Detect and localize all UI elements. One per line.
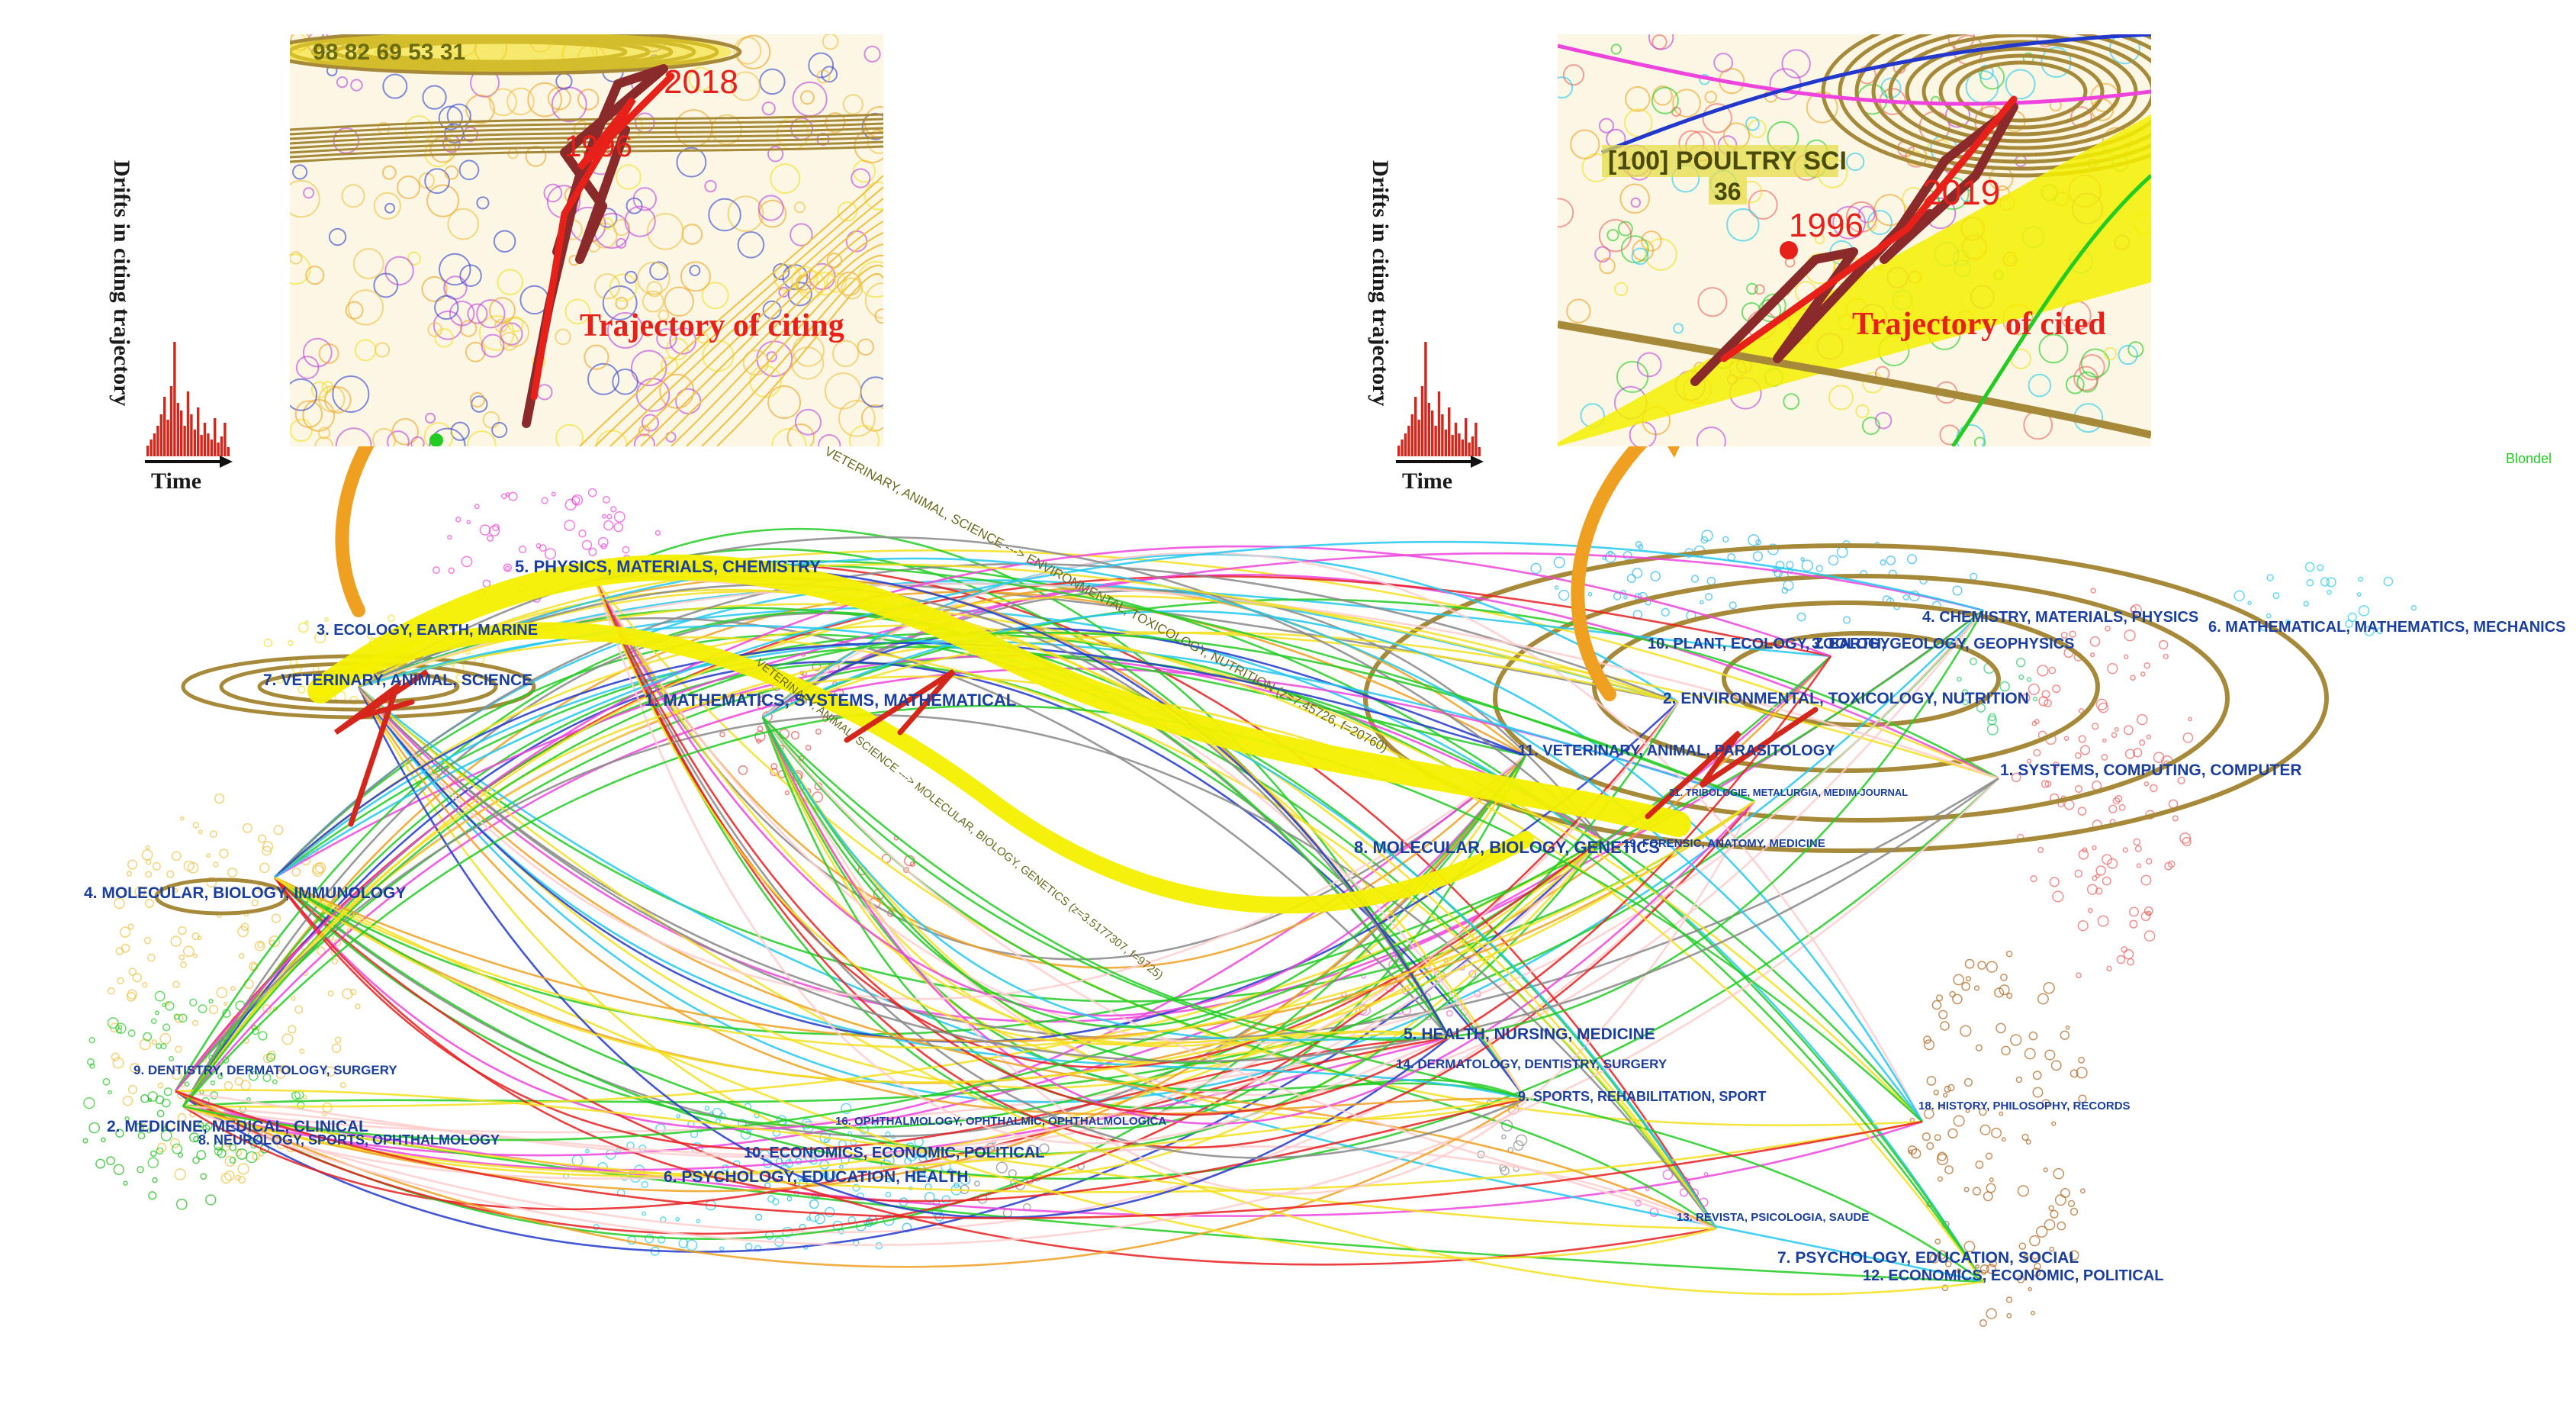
main-path-veterinary-to-environmental bbox=[307, 554, 1691, 837]
label-economics-right: 12. ECONOMICS, ECONOMIC, POLITICAL bbox=[1863, 1267, 2163, 1284]
label-mathematics-systems: 1. MATHEMATICS, SYSTEMS, MATHEMATICAL bbox=[645, 691, 1016, 710]
left-inset-year-mid: 1996 bbox=[564, 130, 632, 163]
map-trajectory-left bbox=[333, 669, 956, 827]
right-inset-year-mid: 1996 bbox=[1789, 207, 1864, 244]
label-chemistry-materials-physics: 4. CHEMISTRY, MATERIALS, PHYSICS bbox=[1922, 609, 2198, 626]
left-inset-year-top: 2018 bbox=[664, 63, 738, 101]
label-revista-psicologia: 13. REVISTA, PSICOLOGIA, SAUDE bbox=[1677, 1211, 1869, 1224]
label-environmental-toxicology: 2. ENVIRONMENTAL, TOXICOLOGY, NUTRITION bbox=[1663, 690, 2029, 707]
left-inset-title: Trajectory of citing bbox=[580, 308, 844, 343]
right-drift-chart: Drifts in citing trajectory Time bbox=[1368, 160, 1484, 494]
right-inset-panel: [100] POULTRY SCI 36 2019 1996 Trajector… bbox=[1558, 34, 2151, 446]
label-psychology-education-social: 7. PSYCHOLOGY, EDUCATION, SOCIAL bbox=[1777, 1249, 2079, 1267]
label-dentistry-dermatology: 9. DENTISTRY, DERMATOLOGY, SURGERY bbox=[133, 1063, 397, 1077]
label-medicine-medical-clinical: 2. MEDICINE, MEDICAL, CLINICAL bbox=[107, 1118, 368, 1135]
main-citation-paths bbox=[307, 554, 1691, 914]
left-drift-chart: Drifts in citing trajectory Time bbox=[109, 160, 233, 494]
left-inset-panel: 98 82 69 53 31 2018 1996 Trajectory of c… bbox=[290, 34, 883, 446]
left-inset-ring-label: 98 82 69 53 31 bbox=[313, 40, 465, 65]
label-economics-left: 10. ECONOMICS, ECONOMIC, POLITICAL bbox=[744, 1145, 1044, 1161]
label-physics-materials-chemistry: 5. PHYSICS, MATERIALS, CHEMISTRY bbox=[515, 557, 821, 576]
label-veterinary-animal-science: 7. VETERINARY, ANIMAL, SCIENCE bbox=[263, 671, 532, 689]
right-inset-journal-label: [100] POULTRY SCI bbox=[1608, 147, 1847, 175]
right-inset-title: Trajectory of cited bbox=[1852, 307, 2106, 342]
main-path-veterinary-to-molecular bbox=[312, 622, 1534, 914]
right-drift-bars bbox=[1397, 342, 1481, 456]
right-cluster-labels: 4. CHEMISTRY, MATERIALS, PHYSICS 6. MATH… bbox=[1354, 609, 2566, 1284]
label-sports-rehabilitation: 9. SPORTS, REHABILITATION, SPORT bbox=[1518, 1089, 1766, 1104]
left-drift-bars bbox=[146, 342, 230, 456]
label-systems-computing: 1. SYSTEMS, COMPUTING, COMPUTER bbox=[2000, 762, 2302, 779]
left-time-label: Time bbox=[151, 469, 201, 494]
label-ecology-earth-marine: 3. ECOLOGY, EARTH, MARINE bbox=[317, 622, 538, 639]
label-dermatology-dentistry: 14. DERMATOLOGY, DENTISTRY, SURGERY bbox=[1396, 1057, 1667, 1071]
label-forensic-anatomy: 19. FORENSIC, ANATOMY, MEDICINE bbox=[1623, 837, 1825, 850]
citation-flow-curves bbox=[174, 527, 1999, 1296]
left-drift-label: Drifts in citing trajectory bbox=[109, 160, 134, 406]
right-time-label: Time bbox=[1402, 469, 1452, 494]
map-trajectory-right bbox=[1645, 707, 1819, 819]
label-plant-ecology-zoology: 10. PLANT, ECOLOGY, ZOOLOGY bbox=[1648, 636, 1890, 652]
label-neurology-sports: 8. NEUROLOGY, SPORTS, OPHTHALMOLOGY bbox=[198, 1132, 500, 1148]
label-psychology-education-health: 6. PSYCHOLOGY, EDUCATION, HEALTH bbox=[664, 1168, 968, 1186]
left-cluster-labels: 5. PHYSICS, MATERIALS, CHEMISTRY 3. ECOL… bbox=[84, 557, 1166, 1186]
label-ophthalmology: 16. OPHTHALMOLOGY, OPHTHALMIC, OPHTHALMO… bbox=[835, 1115, 1166, 1128]
label-earth-geology: 3. EARTH, GEOLOGY, GEOPHYSICS bbox=[1812, 636, 2075, 652]
label-health-nursing-medicine: 5. HEALTH, NURSING, MEDICINE bbox=[1404, 1026, 1655, 1043]
callout-arrow-right bbox=[1571, 409, 1677, 701]
label-mathematical-mechanics: 6. MATHEMATICAL, MATHEMATICS, MECHANICS bbox=[2208, 619, 2566, 636]
label-molecular-biology-immunology: 4. MOLECULAR, BIOLOGY, IMMUNOLOGY bbox=[84, 884, 406, 902]
label-molecular-biology-genetics: 8. MOLECULAR, BIOLOGY, GENETICS bbox=[1354, 838, 1660, 857]
label-tribologie: 21. TRIBOLOGIE, METALURGIA, MEDIM-JOURNA… bbox=[1669, 787, 1908, 798]
right-inset-journal-count: 36 bbox=[1714, 178, 1741, 205]
right-drift-label: Drifts in citing trajectory bbox=[1368, 160, 1393, 406]
right-inset-year-top: 2019 bbox=[1922, 172, 2000, 212]
legend-tag: Blondel bbox=[2506, 451, 2552, 466]
label-history-philosophy: 18. HISTORY, PHILOSOPHY, RECORDS bbox=[1918, 1100, 2131, 1112]
label-veterinary-parasitology: 11. VETERINARY, ANIMAL, PARASITOLOGY bbox=[1518, 742, 1835, 759]
